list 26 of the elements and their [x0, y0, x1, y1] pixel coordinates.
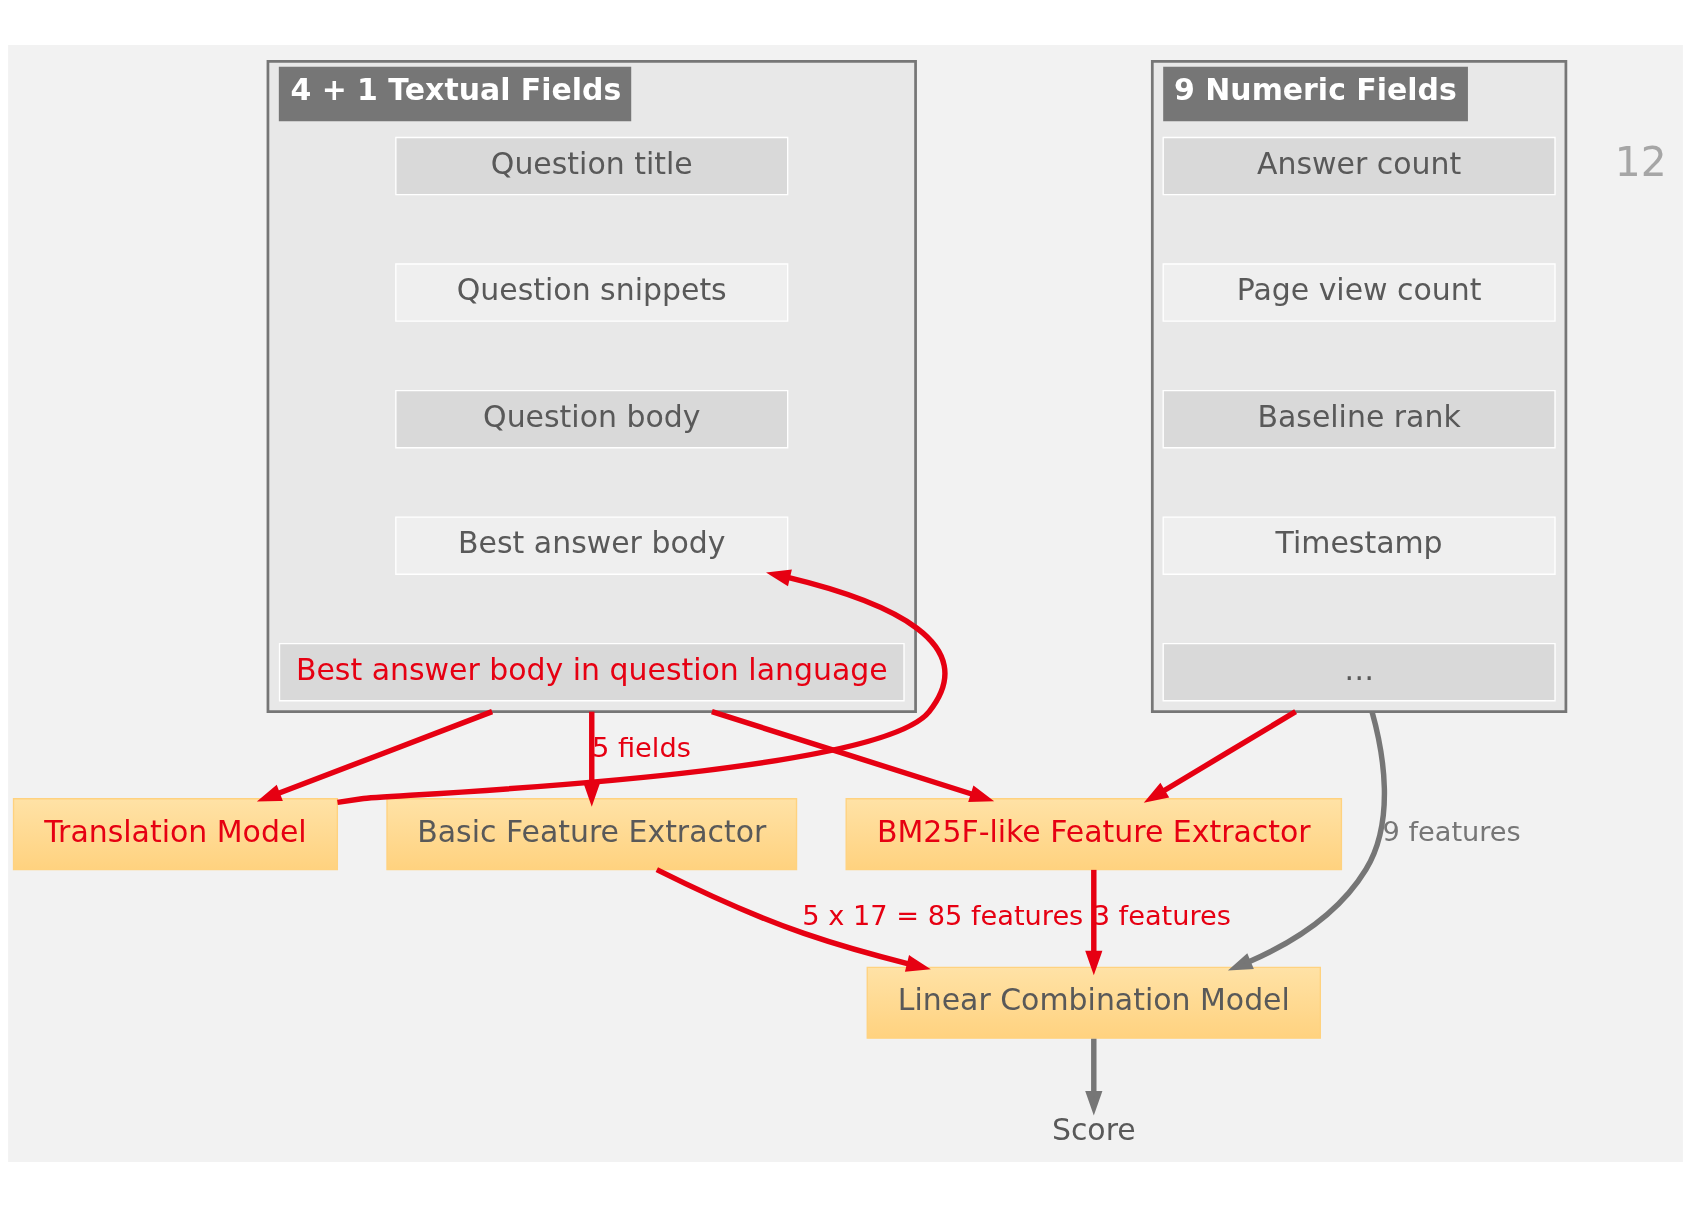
- edge-label: 5 x 17 = 85 features: [802, 900, 1084, 932]
- edge-label: 9 features: [1382, 815, 1521, 847]
- node-text: Score: [1051, 1111, 1136, 1147]
- arrow: [256, 709, 494, 802]
- node-box: Translation Model: [12, 798, 338, 871]
- node-box: Baseline rank: [1162, 389, 1556, 449]
- arrow: [583, 711, 601, 807]
- arrow: [337, 569, 948, 806]
- node-box: Linear Combination Model: [866, 966, 1321, 1039]
- arrow: [655, 867, 931, 972]
- node-box: Basic Feature Extractor: [386, 798, 798, 871]
- node-box: Question body: [395, 389, 789, 449]
- node-box: Question title: [395, 136, 789, 196]
- arrow: [1143, 709, 1298, 803]
- node-box: Best answer body in question language: [278, 642, 905, 702]
- label: 12: [1614, 138, 1667, 187]
- edge-label: 5 fields: [592, 731, 691, 763]
- node-box: Best answer body: [395, 516, 789, 575]
- edge-label: 3 features: [1092, 900, 1231, 932]
- node-box: BM25F-like Feature Extractor: [845, 798, 1343, 871]
- arrow: [1085, 869, 1103, 976]
- node-box: …: [1162, 642, 1556, 702]
- node-box: Answer count: [1162, 136, 1556, 196]
- arrow: [1227, 710, 1388, 971]
- arrow: [711, 709, 995, 802]
- arrow: [1085, 1038, 1103, 1116]
